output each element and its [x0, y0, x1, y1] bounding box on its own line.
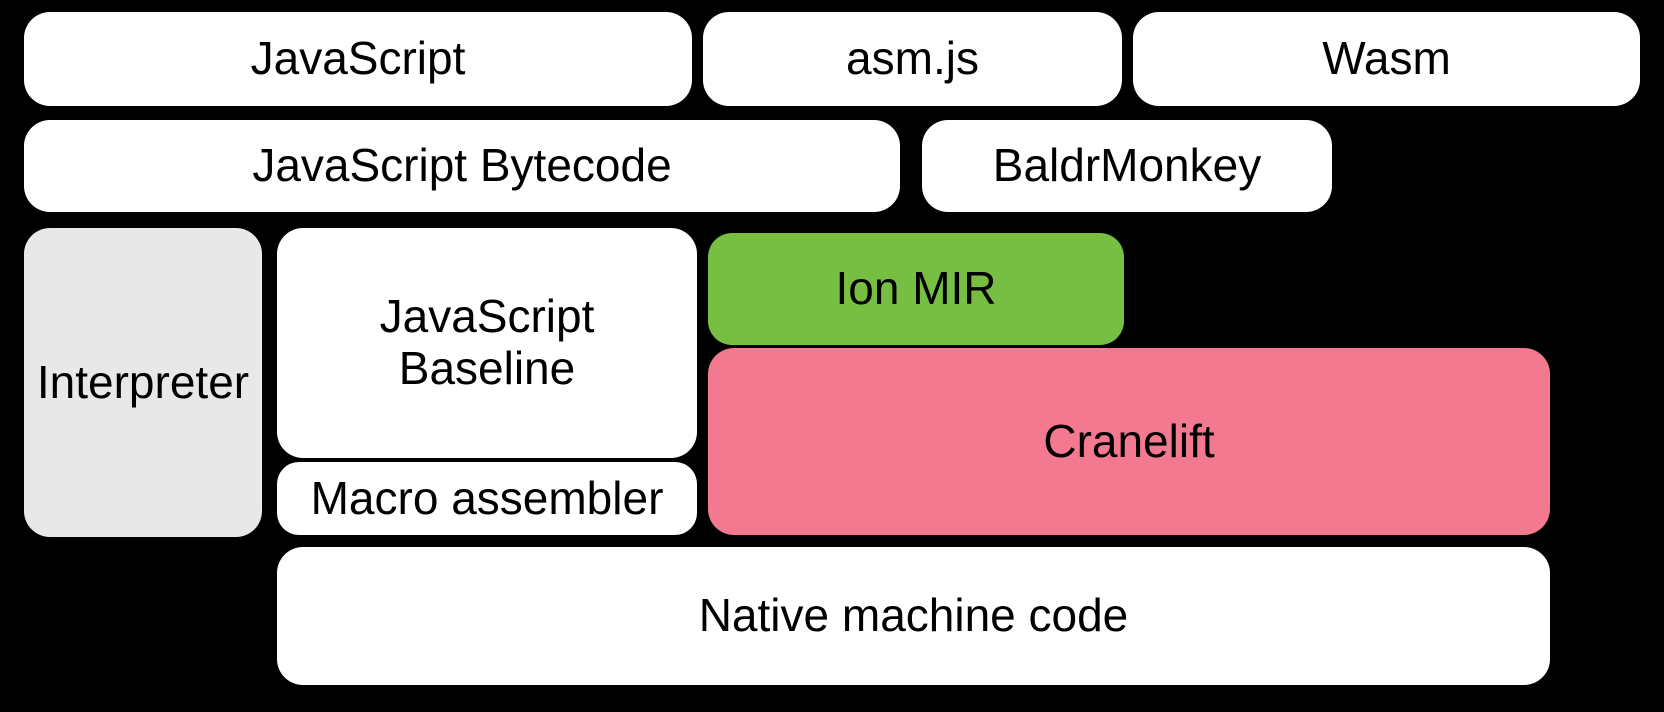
box-macro-assembler: Macro assembler [277, 462, 697, 535]
box-asm-js: asm.js [703, 12, 1122, 106]
box-javascript-bytecode: JavaScript Bytecode [24, 120, 900, 212]
box-javascript-baseline: JavaScript Baseline [277, 228, 697, 458]
box-native-machine-code: Native machine code [277, 547, 1550, 685]
box-cranelift: Cranelift [708, 348, 1550, 535]
box-wasm: Wasm [1133, 12, 1640, 106]
box-ion-mir: Ion MIR [708, 233, 1124, 345]
box-interpreter: Interpreter [24, 228, 262, 537]
box-javascript: JavaScript [24, 12, 692, 106]
box-baldrmonkey: BaldrMonkey [922, 120, 1332, 212]
